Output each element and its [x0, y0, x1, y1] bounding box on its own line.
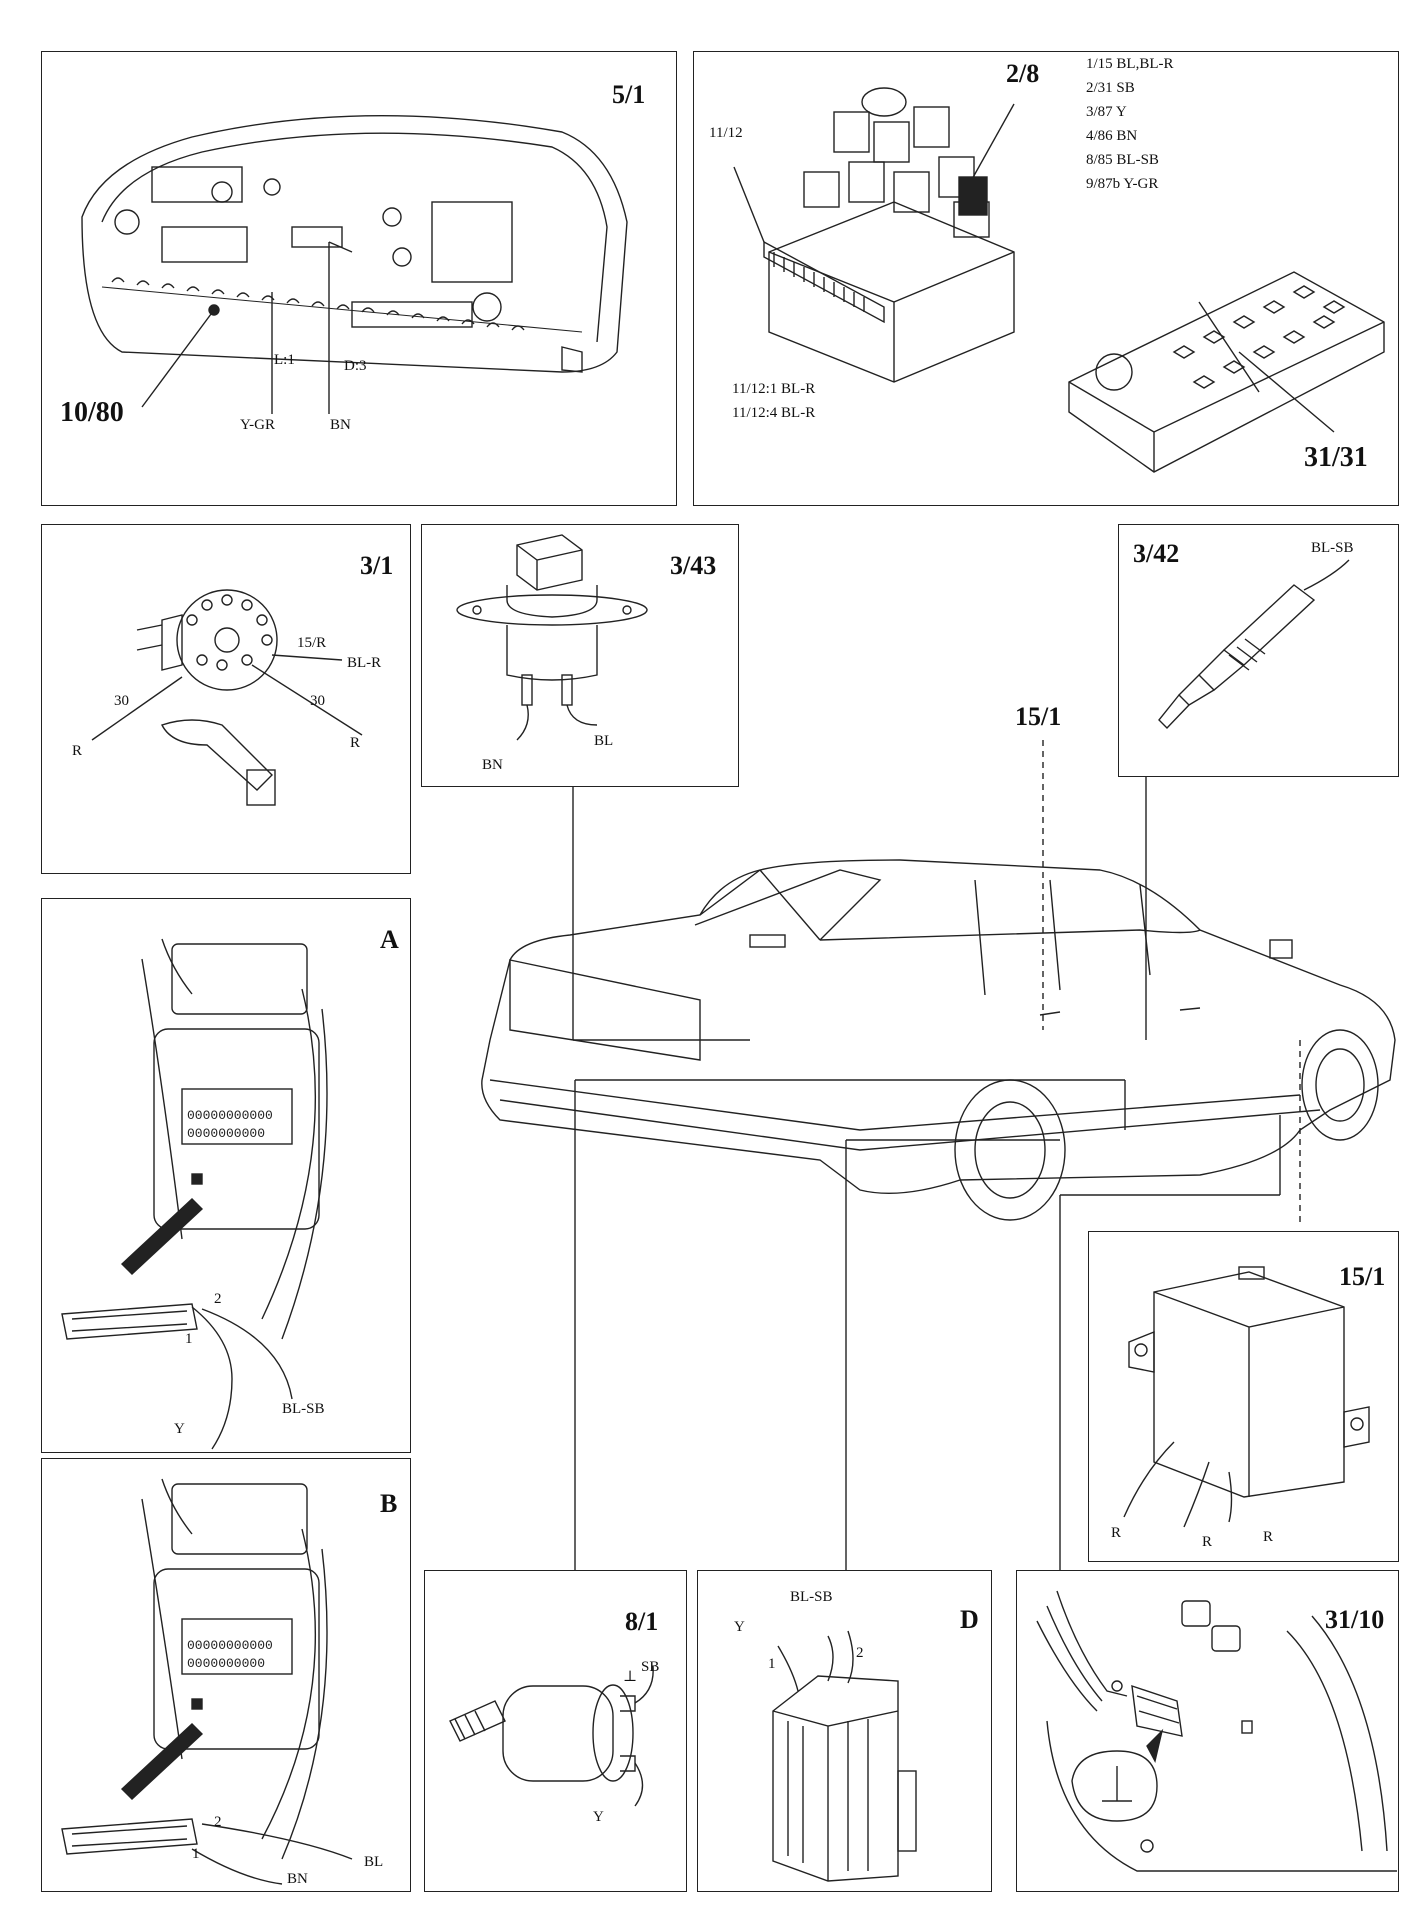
label-2: 2	[214, 1291, 222, 1307]
label-r-right: R	[350, 735, 361, 751]
panel-15-1: 15/1 R R R	[1088, 1231, 1399, 1562]
label-y: Y	[593, 1809, 604, 1825]
panel-id: D	[960, 1605, 979, 1634]
brake-switch-drawing	[449, 1665, 654, 1807]
label-30-right: 30	[310, 693, 325, 709]
svg-text:0000000000: 0000000000	[187, 1126, 265, 1141]
svg-text:00000000000: 00000000000	[187, 1638, 273, 1653]
legend-row: 11/12:1 BL-R	[732, 381, 816, 397]
control-module-drawing	[1123, 1266, 1370, 1528]
label-blsb: BL-SB	[790, 1589, 833, 1605]
label-bn: BN	[330, 417, 351, 433]
legend-row: 3/87 Y	[1086, 104, 1127, 120]
panel-id: 31/10	[1325, 1605, 1385, 1634]
callout-31-31: 31/31	[1304, 442, 1368, 473]
panel-id: A	[380, 925, 399, 954]
legend-row: 2/31 SB	[1086, 80, 1135, 96]
panel-2-8: 2/8 11/12 1/15 BL,BL-R 2/31 SB 3/87 Y 4/…	[693, 51, 1399, 506]
panel-5-1: 5/1 10/80 L:1 D:3 Y-GR BN	[41, 51, 677, 506]
panel-id: 2/8	[1006, 59, 1040, 88]
wire-legend: 1/15 BL,BL-R 2/31 SB 3/87 Y 4/86 BN 8/85…	[1086, 52, 1174, 196]
relay-central-drawing	[733, 87, 1385, 473]
callout-15-1: 15/1	[1015, 702, 1062, 731]
label-2: 2	[856, 1645, 864, 1661]
panel-d: D BL-SB Y 1 2	[697, 1570, 992, 1892]
panel-3-43: 3/43 BN BL	[421, 524, 739, 787]
label-r1: R	[1111, 1525, 1122, 1541]
instrument-cluster-drawing	[81, 114, 628, 414]
label-ground: ⊥	[623, 1669, 638, 1685]
panel-3-42: 3/42 BL-SB	[1118, 524, 1399, 777]
label-y: Y	[734, 1619, 745, 1635]
label-1: 1	[192, 1846, 200, 1862]
legend-row: 1/15 BL,BL-R	[1086, 56, 1174, 72]
label-r2: R	[1202, 1534, 1213, 1550]
panel-id: 8/1	[625, 1607, 659, 1636]
svg-text:0000000000: 0000000000	[187, 1656, 265, 1671]
label-r3: R	[1263, 1529, 1274, 1545]
panel-id: 3/43	[670, 551, 717, 580]
label-l1: L:1	[274, 352, 295, 368]
ground-point-drawing	[1036, 1590, 1397, 1872]
label-2: 2	[214, 1814, 222, 1830]
label-bn: BN	[482, 757, 503, 773]
panel-id: 5/1	[612, 80, 646, 109]
label-blsb: BL-SB	[1311, 540, 1354, 556]
panel-8-1: 8/1 SB ⊥ Y	[424, 1570, 687, 1892]
label-blr: BL-R	[347, 655, 382, 671]
panel-id: 15/1	[1339, 1262, 1386, 1291]
callout-10-80: 10/80	[60, 397, 124, 428]
ignition-switch-drawing	[91, 589, 363, 806]
panel-id: 3/42	[1133, 539, 1180, 568]
legend-row: 11/12:4 BL-R	[732, 405, 816, 421]
label-d3: D:3	[344, 358, 367, 374]
label-11-12: 11/12	[709, 125, 743, 141]
label-blsb: BL-SB	[282, 1401, 325, 1417]
label-sb: SB	[641, 1659, 660, 1675]
svg-text:00000000000: 00000000000	[187, 1108, 273, 1123]
door-switch-drawing	[456, 534, 648, 741]
label-bn: BN	[287, 1871, 308, 1887]
label-r-left: R	[72, 743, 83, 759]
legend-row: 8/85 BL-SB	[1086, 152, 1159, 168]
label-y: Y	[174, 1421, 185, 1437]
wire-legend-2: 11/12:1 BL-R 11/12:4 BL-R	[732, 377, 815, 425]
label-15r: 15/R	[297, 635, 327, 651]
panel-3-1: 3/1 15/R BL-R 30 30 R R	[41, 524, 411, 874]
sensor-drawing	[1158, 559, 1350, 730]
label-ygr: Y-GR	[240, 417, 276, 433]
legend-row: 4/86 BN	[1086, 128, 1138, 144]
panel-id: 3/1	[360, 551, 394, 580]
label-1: 1	[768, 1656, 776, 1672]
label-bl: BL	[364, 1854, 384, 1870]
panel-id: B	[380, 1489, 398, 1518]
label-30-left: 30	[114, 693, 129, 709]
panel-31-10: 31/10	[1016, 1570, 1399, 1892]
legend-row: 9/87b Y-GR	[1086, 176, 1159, 192]
connector-d-drawing	[772, 1630, 917, 1882]
label-bl: BL	[594, 733, 614, 749]
label-1: 1	[185, 1331, 193, 1347]
